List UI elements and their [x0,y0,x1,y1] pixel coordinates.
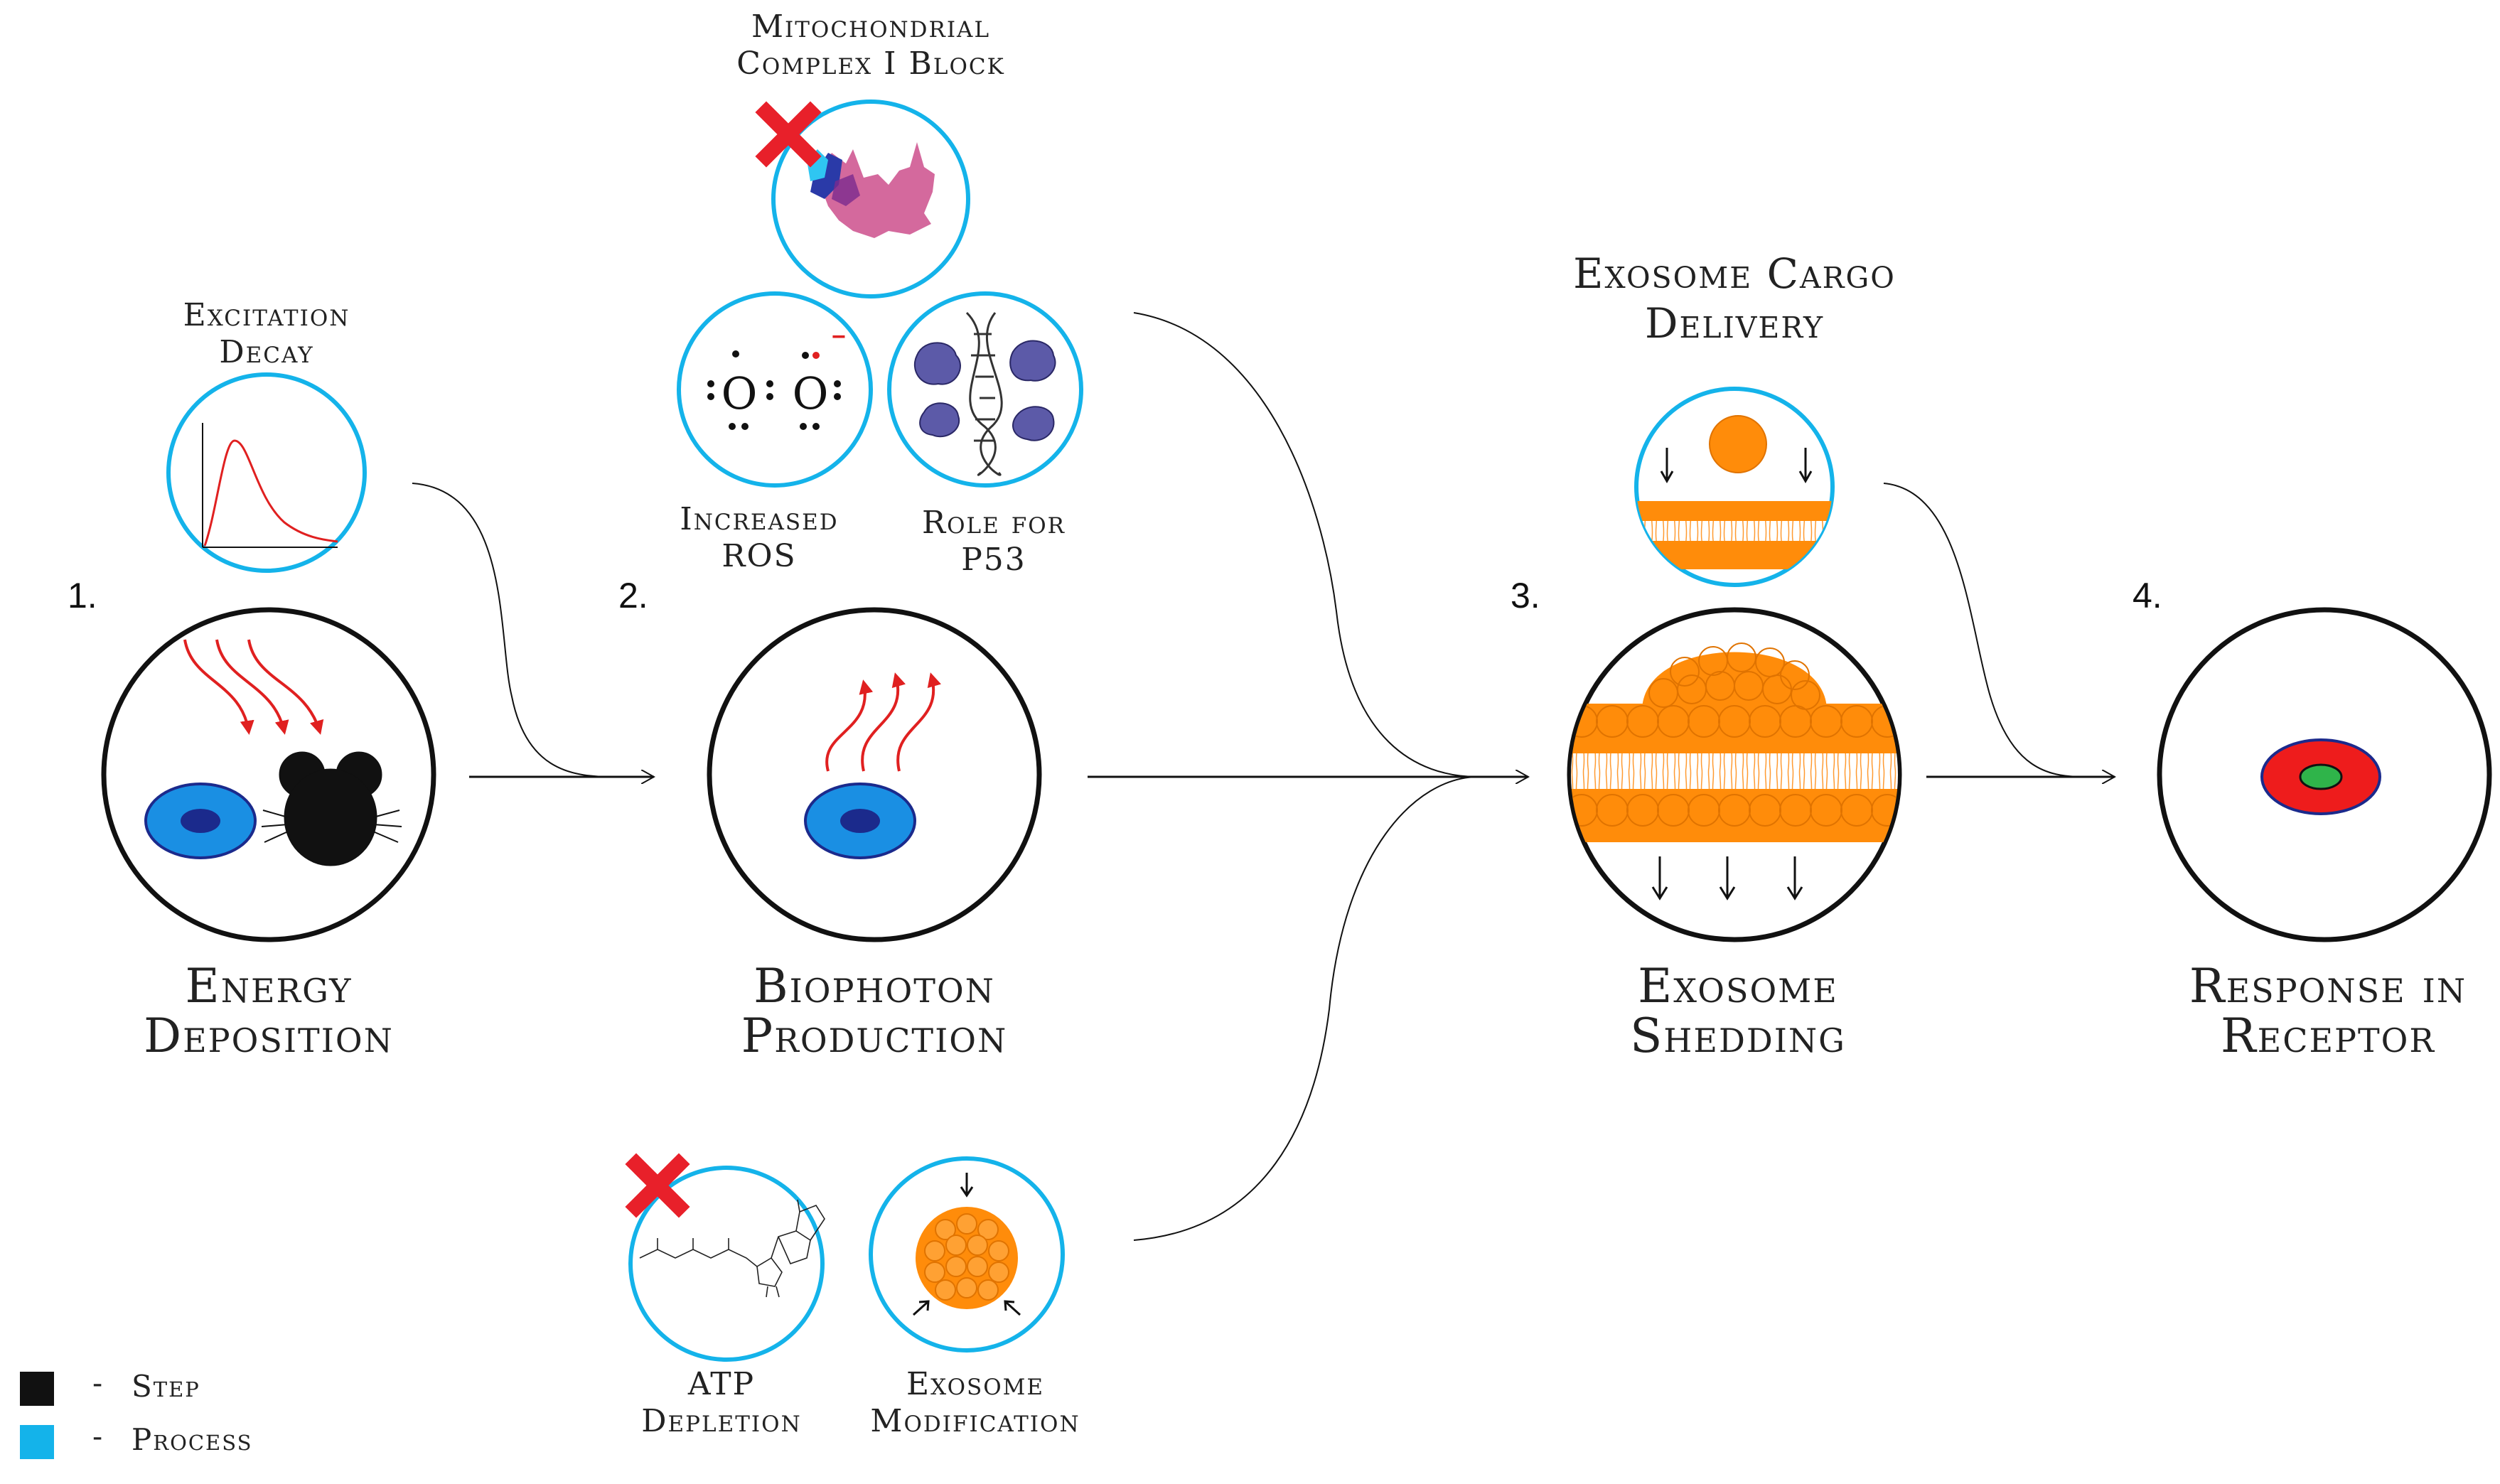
mito-label-line1: Mitochondrial [751,9,990,45]
oxygen-symbol-1: O [721,367,758,419]
atp-molecule-icon [639,1199,825,1298]
cargo-arrows [1660,448,1813,484]
step-2-title-line1: Biophoton [753,959,995,1013]
p53-protein-icons [913,340,1056,441]
curve-mito-group [1133,312,1479,778]
exosome-ball-icon [912,1173,1021,1316]
legend-step-label: Step [132,1369,200,1404]
mouse-icon [261,751,402,866]
emitted-biophoton-arrows [825,672,941,772]
excitation-label-line1: Excitation [183,297,350,333]
ros-label-line2: ROS [721,538,796,574]
curve-cargo [1883,483,2083,778]
svg-text:-: - [92,1365,104,1400]
step-4-number: 4. [2132,576,2162,615]
cargo-label-line2: Delivery [1645,299,1824,348]
dna-helix-icon [965,311,1003,476]
modification-label-line2: Modification [870,1403,1080,1439]
legend: - Step - Process [20,1365,252,1459]
oxygen-symbol-2: O [793,367,829,419]
step-3-number: 3. [1511,576,1540,615]
step-4-title-line2: Receptor [2221,1009,2435,1063]
block-x-icon [755,101,822,168]
step-2-title-line2: Production [741,1009,1007,1063]
step-2-number: 2. [618,576,648,615]
excitation-circle [166,372,367,573]
curve-excitation [412,483,612,778]
step-3-title-line2: Shedding [1630,1009,1846,1063]
superoxide-icon: O O − [707,323,846,430]
step-4-title-line1: Response in [2189,959,2467,1013]
p53-circle [887,291,1083,488]
ros-circle [677,291,873,488]
charge-symbol: − [832,323,846,350]
complex-i-protein-icon [807,142,935,238]
excitation-label-line2: Decay [219,334,313,370]
connectors [412,312,2115,1241]
membrane-shedding-icon [1571,642,1898,842]
mito-label-line2: Complex I Block [736,45,1005,82]
receptor-cell-icon [2260,738,2381,815]
legend-step-swatch [20,1372,54,1406]
step-3-title-line1: Exosome [1638,959,1838,1013]
legend-process-label: Process [132,1422,252,1457]
cell-icon [144,783,257,859]
step-2-circle [707,607,1042,942]
decay-curve-plot [202,423,338,548]
p53-label-line1: Role for [922,505,1066,541]
shedding-arrows [1651,856,1803,900]
ros-label-line1: Increased [680,501,838,537]
p53-label-line2: P53 [961,542,1026,578]
cargo-label-line1: Exosome Cargo [1573,249,1896,298]
step-1-circle [101,607,436,942]
cell-icon-2 [804,783,916,859]
atp-label-line2: Depletion [641,1403,801,1439]
block-x-icon-2 [625,1153,690,1218]
incoming-radiation-arrows [183,639,324,735]
legend-process-swatch [20,1425,54,1459]
step-1-number: 1. [68,576,97,615]
svg-text:-: - [92,1419,104,1453]
step-1-title-line1: Energy [186,959,353,1013]
curve-atp-group [1133,776,1479,1241]
step-1-title-line2: Deposition [144,1009,394,1063]
modification-label-line1: Exosome [906,1366,1044,1402]
atp-label-line1: ATP [687,1366,755,1402]
